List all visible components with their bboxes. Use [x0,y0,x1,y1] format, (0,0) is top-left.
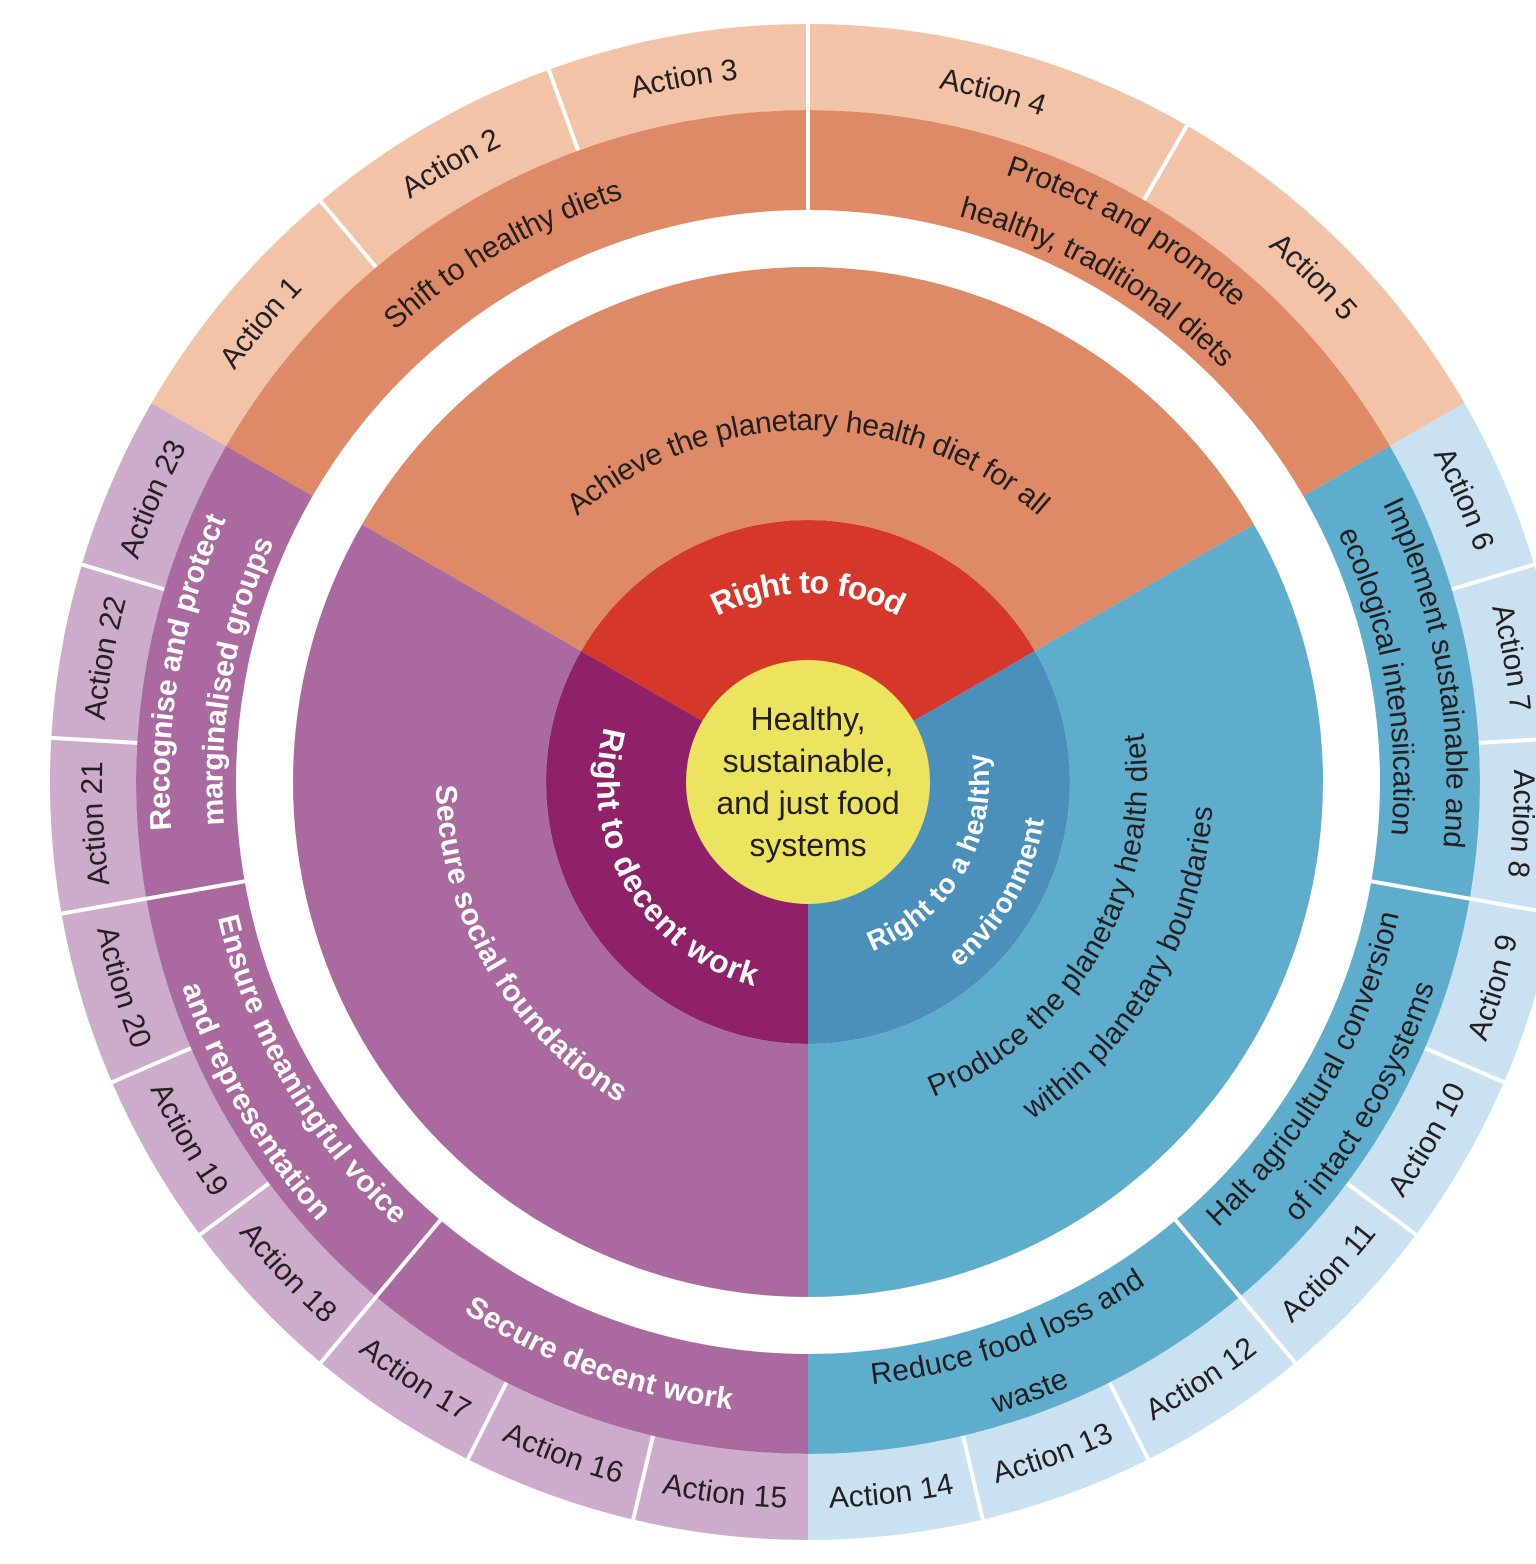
segment-divider [1478,737,1536,745]
action-segment [808,24,1187,201]
segment-divider [1345,1181,1418,1237]
segment-divider [1107,1381,1150,1461]
dividers-layer [51,24,1536,1521]
segment-divider [631,1435,655,1521]
sector-right-to-a-healthy-environment [808,403,1536,1540]
segment-divider [145,879,246,901]
segment-divider [198,1181,271,1237]
action-segment [1389,403,1535,590]
action-segment [1451,564,1536,743]
segment-divider [546,69,581,152]
center-label-line: systems [749,827,866,863]
action-segment [151,201,377,446]
action-segment [50,737,147,914]
segment-divider [319,200,378,269]
action-segment [548,24,808,151]
segment-divider [1370,879,1471,901]
category-segment [135,446,313,899]
action-segment [320,69,579,268]
action-segment [808,1435,983,1540]
center-circle [686,660,930,904]
segment-divider [81,562,165,592]
action-segment [111,1048,269,1235]
action-segment [61,898,191,1083]
segment-divider [374,1218,442,1299]
segment-divider [961,1435,985,1521]
action-segment [320,1296,507,1460]
segment-divider [466,1381,509,1461]
segment-divider [1142,124,1189,202]
segment-divider [1174,1218,1242,1299]
action-segment [1144,125,1465,447]
category-segment [1303,446,1480,899]
segment-divider [111,1046,192,1085]
action-segment [1109,1296,1296,1460]
action-segment [962,1382,1149,1520]
action-segment [1469,739,1536,911]
center-label-line: Healthy, [750,701,865,737]
segment-divider [1238,1295,1297,1364]
action-segment [633,1435,808,1540]
center-label-line: and just food [716,785,899,821]
category-segment [1175,881,1470,1297]
rings-layer [50,24,1536,1540]
segment-divider [61,896,147,916]
sector-right-to-decent-work [50,403,809,1540]
action-segment [199,1183,377,1363]
segment-divider [51,735,138,745]
middle-ring-segment [808,524,1323,1297]
action-segment [467,1382,654,1520]
segment-divider [1469,896,1536,913]
action-segment [81,403,227,590]
food-systems-sunburst-figure: Healthy, sustainable, and just food systems… [40,16,1536,1548]
category-segment [808,110,1390,496]
food-systems-sunburst-diagram: Healthy, sustainable, and just food systems… [50,24,1536,1540]
action-segment [1425,898,1536,1083]
segment-divider [1424,1046,1505,1085]
segment-divider [319,1295,378,1364]
segment-divider [1451,562,1535,592]
category-segment [226,110,808,496]
category-segment [146,881,441,1297]
center-label-line: sustainable, [723,743,894,779]
action-segment [1239,1183,1417,1363]
category-segment [808,1220,1240,1454]
middle-ring-segment [361,267,1255,651]
action-segment [1347,1048,1505,1235]
middle-ring-segment [293,524,809,1297]
category-segment [376,1220,808,1454]
center-layer: Healthy, sustainable, and just food systems [686,660,930,904]
action-segment [51,564,165,743]
